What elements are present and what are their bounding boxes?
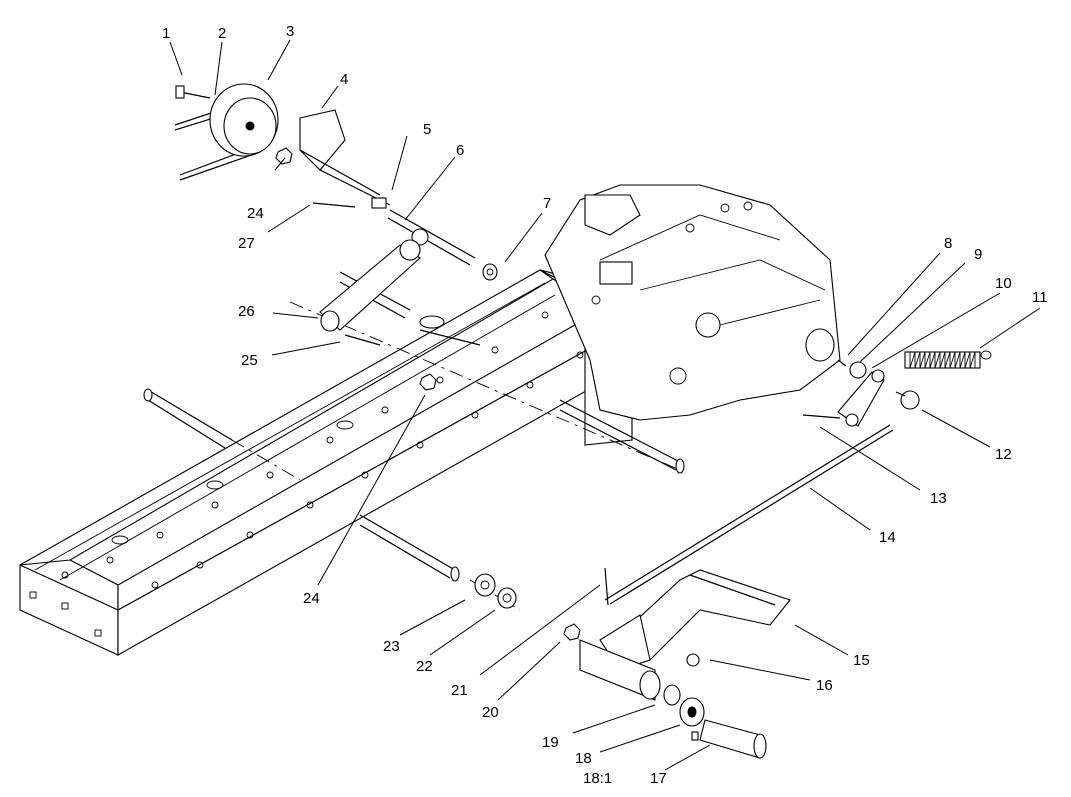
callout-26: 26 <box>238 303 255 320</box>
callout-13: 13 <box>930 490 947 507</box>
spring <box>904 350 992 369</box>
callout-12: 12 <box>995 446 1012 463</box>
callout-6: 6 <box>456 142 464 159</box>
callout-18-1: 18:1 <box>583 770 612 787</box>
callout-9: 9 <box>974 246 982 263</box>
callout-24-top: 24 <box>247 205 264 222</box>
callout-3: 3 <box>286 23 294 40</box>
callout-27: 27 <box>238 235 255 252</box>
leader-lines <box>169 39 1041 771</box>
callout-24-bottom: 24 <box>303 590 320 607</box>
idler-pulley-assembly <box>174 83 498 281</box>
callout-7: 7 <box>543 195 551 212</box>
callout-8: 8 <box>944 235 952 252</box>
callout-22: 22 <box>416 658 433 675</box>
callout-11: 11 <box>1032 289 1048 306</box>
callout-25: 25 <box>241 352 258 369</box>
callout-18: 18 <box>575 750 592 767</box>
callout-5: 5 <box>423 121 431 138</box>
linkage-assembly <box>604 350 992 605</box>
pedal-assembly <box>474 567 791 759</box>
callout-16: 16 <box>816 677 833 694</box>
transmission-housing <box>544 184 841 421</box>
callout-23: 23 <box>383 638 400 655</box>
callout-21: 21 <box>451 682 468 699</box>
callout-4: 4 <box>340 71 348 88</box>
callout-2: 2 <box>218 25 226 42</box>
callout-15: 15 <box>853 652 870 669</box>
callout-labels: 1 2 3 4 5 6 7 8 9 10 11 12 13 14 15 16 1… <box>162 23 1048 787</box>
callout-20: 20 <box>482 704 499 721</box>
callout-17: 17 <box>650 770 667 787</box>
cross-shaft-assembly <box>319 239 481 391</box>
callout-14: 14 <box>879 529 896 546</box>
callout-1: 1 <box>162 25 170 42</box>
callout-10: 10 <box>995 275 1012 292</box>
callout-19: 19 <box>542 734 559 751</box>
